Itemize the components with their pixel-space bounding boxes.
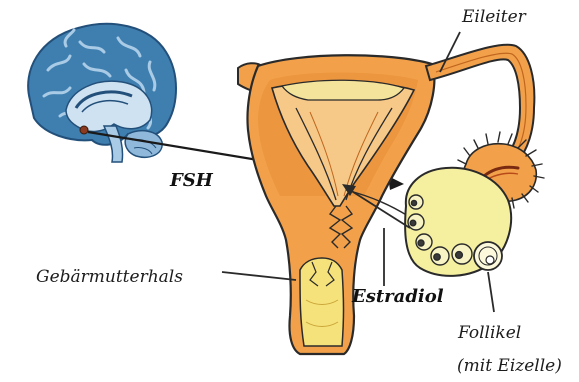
label-eileiter: Eileiter	[461, 7, 527, 27]
label-gebaermutterhals: Gebärmutterhals	[36, 267, 183, 287]
label-follikel: Follikel	[457, 323, 521, 343]
egg-cell	[486, 256, 494, 264]
tube-outer	[426, 45, 534, 164]
brain-illustration	[28, 24, 176, 162]
endometrium-top	[282, 80, 404, 100]
cervix	[300, 258, 344, 346]
gebaermutterhals-leader	[222, 272, 296, 280]
pituitary-gland	[80, 126, 88, 134]
follikel-leader	[488, 272, 494, 312]
label-mit-eizelle: (mit Eizelle)	[457, 356, 562, 376]
label-estradiol: Estradiol	[351, 286, 444, 307]
label-fsh: FSH	[169, 170, 214, 191]
